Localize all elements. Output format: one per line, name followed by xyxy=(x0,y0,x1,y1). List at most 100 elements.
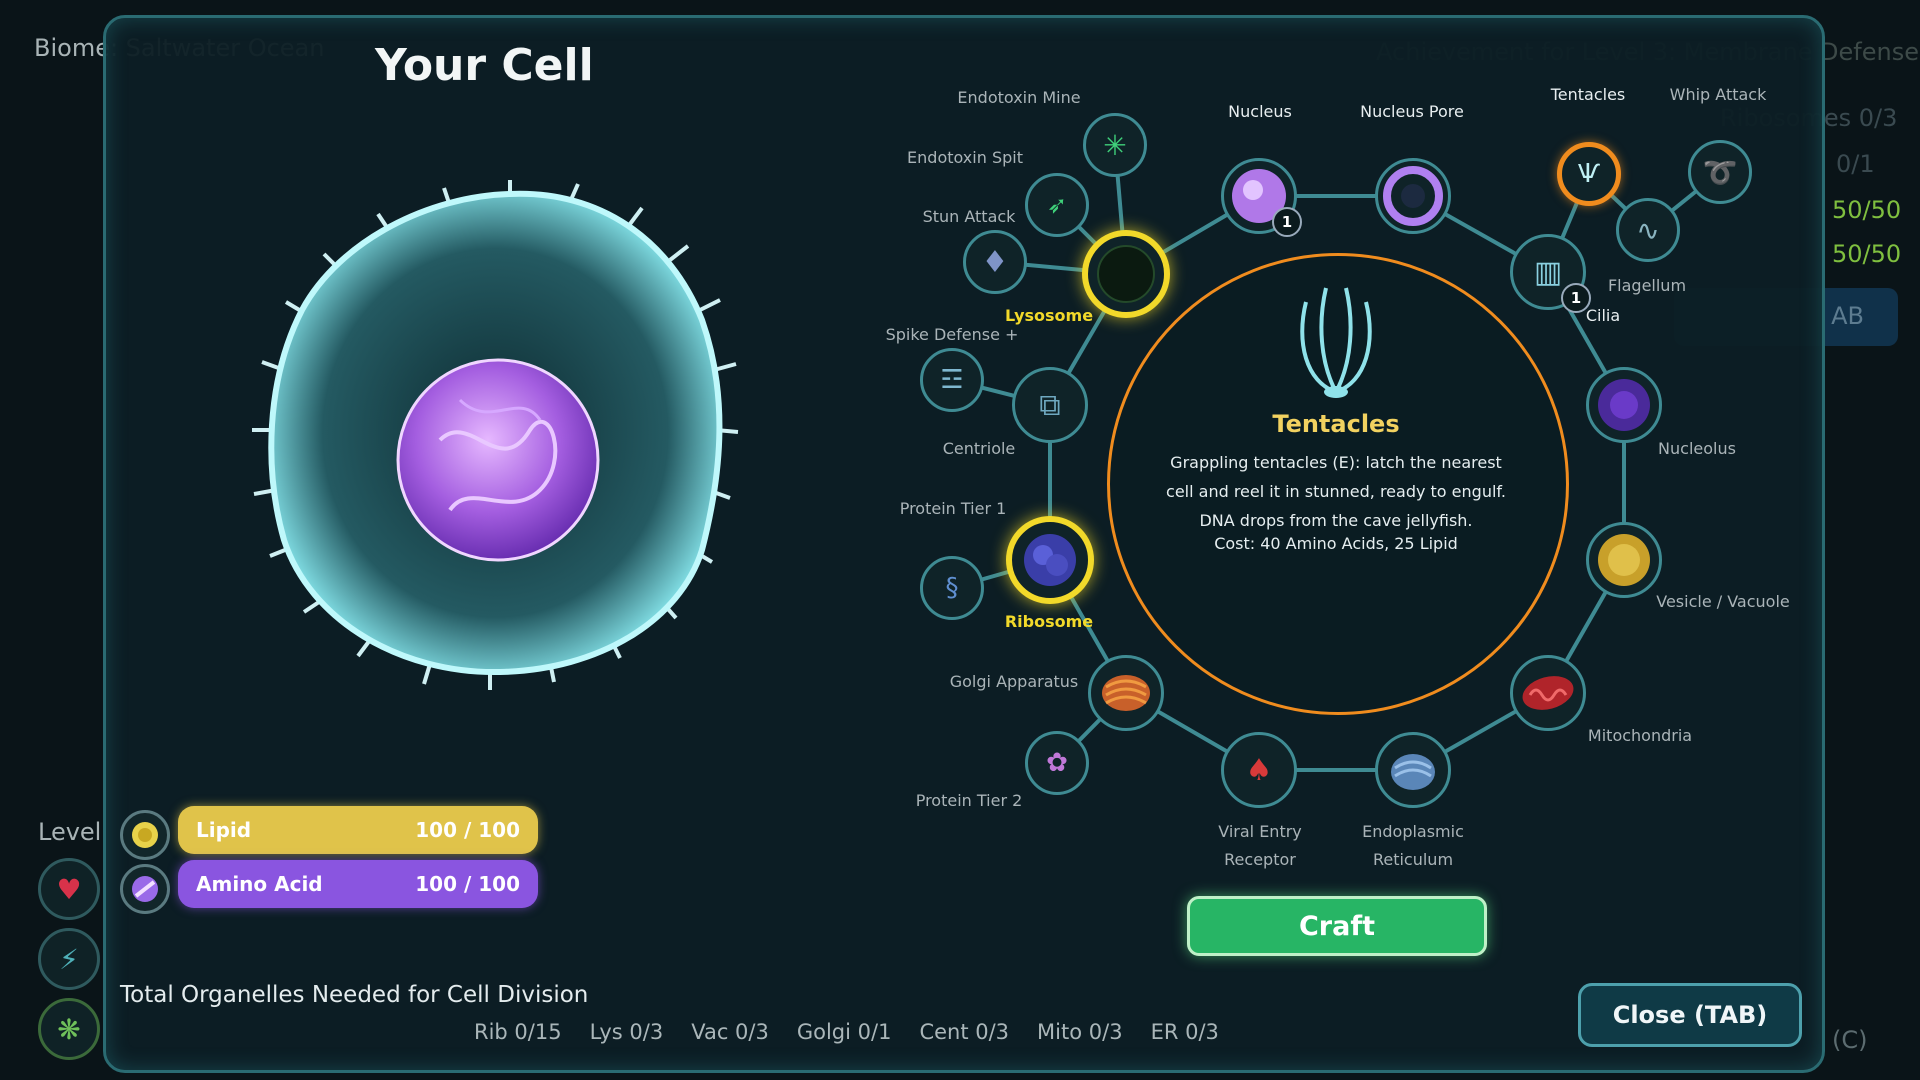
hud-stat-4: 50/50 xyxy=(1832,240,1902,268)
tentacles-icon: Ѱ xyxy=(1577,159,1601,189)
lipid-value: 100 / 100 xyxy=(415,818,520,842)
count-golgi: Golgi 0/1 xyxy=(796,1020,892,1044)
amino-acid-bar: Amino Acid 100 / 100 xyxy=(178,860,538,908)
label-nucleus-pore: Nucleus Pore xyxy=(1360,102,1464,121)
count-cent: Cent 0/3 xyxy=(919,1020,1010,1044)
mitochondria-icon xyxy=(1522,676,1574,710)
node-centriole[interactable]: ⧉ xyxy=(1012,367,1088,443)
detail-name: Tentacles xyxy=(1272,410,1400,438)
label-cilia: Cilia xyxy=(1585,306,1621,325)
amino-acid-label: Amino Acid xyxy=(196,872,323,896)
lipid-icon xyxy=(120,810,170,860)
label-er-line1: Endoplasmic xyxy=(1362,822,1464,841)
lysosome-icon xyxy=(1097,245,1155,303)
hud-stat-2: 0/1 xyxy=(1836,150,1875,178)
count-vac: Vac 0/3 xyxy=(691,1020,769,1044)
node-protein-tier-2[interactable]: ✿ xyxy=(1025,731,1089,795)
node-ribosome[interactable] xyxy=(1006,516,1094,604)
label-viral-entry-line1: Viral Entry xyxy=(1218,822,1302,841)
amino-acid-icon xyxy=(120,864,170,914)
lightning-icon[interactable]: ⚡ xyxy=(38,928,100,990)
node-nucleolus[interactable] xyxy=(1586,367,1662,443)
node-flagellum[interactable]: ∿ xyxy=(1616,198,1680,262)
nucleus-icon xyxy=(1232,169,1286,223)
c-hint: (C) xyxy=(1832,1026,1868,1054)
label-stun-attack: Stun Attack xyxy=(922,207,1016,226)
centriole-icon: ⧉ xyxy=(1039,387,1061,423)
label-nucleolus: Nucleolus xyxy=(1658,439,1736,458)
spike-defense-icon: ☲ xyxy=(940,365,964,395)
label-tentacles: Tentacles xyxy=(1550,85,1626,104)
node-endotoxin-spit[interactable]: ➶ xyxy=(1025,173,1089,237)
label-vesicle-vacuole: Vesicle / Vacuole xyxy=(1656,592,1790,611)
cell-illustration xyxy=(252,180,739,690)
stun-attack-icon: ♦ xyxy=(981,244,1009,280)
heart-icon[interactable]: ♥ xyxy=(38,858,100,920)
organelle-counts: Rib 0/15 Lys 0/3 Vac 0/3 Golgi 0/1 Cent … xyxy=(474,1020,1219,1044)
label-ribosome: Ribosome xyxy=(1004,612,1094,631)
tab-hint: AB xyxy=(1831,302,1864,330)
ribosome-icon xyxy=(1024,534,1076,586)
endotoxin-spit-icon: ➶ xyxy=(1046,191,1068,219)
node-cilia[interactable]: ▥ 1 xyxy=(1510,234,1591,313)
label-viral-entry-line2: Receptor xyxy=(1224,850,1296,869)
node-lysosome[interactable] xyxy=(1082,230,1170,318)
label-er-line2: Reticulum xyxy=(1372,850,1454,869)
node-tentacles[interactable]: Ѱ xyxy=(1557,142,1621,206)
lipid-label: Lipid xyxy=(196,818,252,842)
node-stun-attack[interactable]: ♦ xyxy=(963,230,1027,294)
nucleolus-icon xyxy=(1598,379,1650,431)
node-nucleus-pore[interactable] xyxy=(1375,158,1451,234)
node-spike-defense[interactable]: ☲ xyxy=(920,348,984,412)
level-label: Level xyxy=(38,818,102,846)
detail-circle xyxy=(1107,253,1569,715)
close-button[interactable]: Close (TAB) xyxy=(1578,983,1802,1047)
node-endotoxin-mine[interactable]: ✳ xyxy=(1083,113,1147,177)
craft-button[interactable]: Craft xyxy=(1187,896,1487,956)
cilia-icon: ▥ xyxy=(1533,254,1563,290)
node-endoplasmic-reticulum[interactable] xyxy=(1375,732,1451,808)
label-flagellum: Flagellum xyxy=(1607,276,1687,295)
label-viral-entry: Viral Entry Receptor xyxy=(1218,818,1302,874)
cell-skin-icon[interactable]: ❋ xyxy=(38,998,100,1060)
label-endoplasmic-reticulum: Endoplasmic Reticulum xyxy=(1362,818,1464,874)
count-er: ER 0/3 xyxy=(1150,1020,1219,1044)
label-endotoxin-mine: Endotoxin Mine xyxy=(957,88,1081,107)
viral-entry-receptor-icon: ♠ xyxy=(1245,752,1273,788)
protein-tier-1-icon: § xyxy=(945,573,959,603)
node-vesicle-vacuole[interactable] xyxy=(1586,522,1662,598)
nucleus-badge: 1 xyxy=(1272,207,1302,237)
whip-attack-icon: ➰ xyxy=(1702,155,1738,189)
protein-tier-2-icon: ✿ xyxy=(1046,748,1068,778)
label-protein-tier-2: Protein Tier 2 xyxy=(915,791,1023,810)
cilia-badge: 1 xyxy=(1561,283,1591,313)
node-viral-entry-receptor[interactable]: ♠ xyxy=(1221,732,1297,808)
count-rib: Rib 0/15 xyxy=(474,1020,562,1044)
label-mitochondria: Mitochondria xyxy=(1587,726,1693,745)
label-nucleus: Nucleus xyxy=(1228,102,1292,121)
flagellum-icon: ∿ xyxy=(1636,213,1660,247)
detail-description: Grappling tentacles (E): latch the neare… xyxy=(1166,453,1506,530)
node-protein-tier-1[interactable]: § xyxy=(920,556,984,620)
endoplasmic-reticulum-icon xyxy=(1391,754,1435,790)
count-mito: Mito 0/3 xyxy=(1037,1020,1123,1044)
label-whip-attack: Whip Attack xyxy=(1669,85,1767,104)
node-golgi[interactable] xyxy=(1088,655,1164,731)
amino-acid-value: 100 / 100 xyxy=(415,872,520,896)
detail-cost: Cost: 40 Amino Acids, 25 Lipid xyxy=(1214,534,1458,553)
label-spike-defense: Spike Defense + xyxy=(885,325,1019,344)
label-endotoxin-spit: Endotoxin Spit xyxy=(907,148,1023,167)
page-title: Your Cell xyxy=(375,40,594,91)
label-centriole: Centriole xyxy=(942,439,1016,458)
label-lysosome: Lysosome xyxy=(1004,306,1094,325)
node-nucleus[interactable]: 1 xyxy=(1221,158,1302,237)
count-lys: Lys 0/3 xyxy=(589,1020,664,1044)
node-mitochondria[interactable] xyxy=(1510,655,1586,731)
detail-tentacles-icon xyxy=(1300,287,1372,398)
golgi-icon xyxy=(1102,675,1150,711)
hud-stat-3: 50/50 xyxy=(1832,196,1902,224)
division-title: Total Organelles Needed for Cell Divisio… xyxy=(120,982,589,1008)
label-golgi: Golgi Apparatus xyxy=(949,672,1079,691)
lipid-bar: Lipid 100 / 100 xyxy=(178,806,538,854)
node-whip-attack[interactable]: ➰ xyxy=(1688,140,1752,204)
